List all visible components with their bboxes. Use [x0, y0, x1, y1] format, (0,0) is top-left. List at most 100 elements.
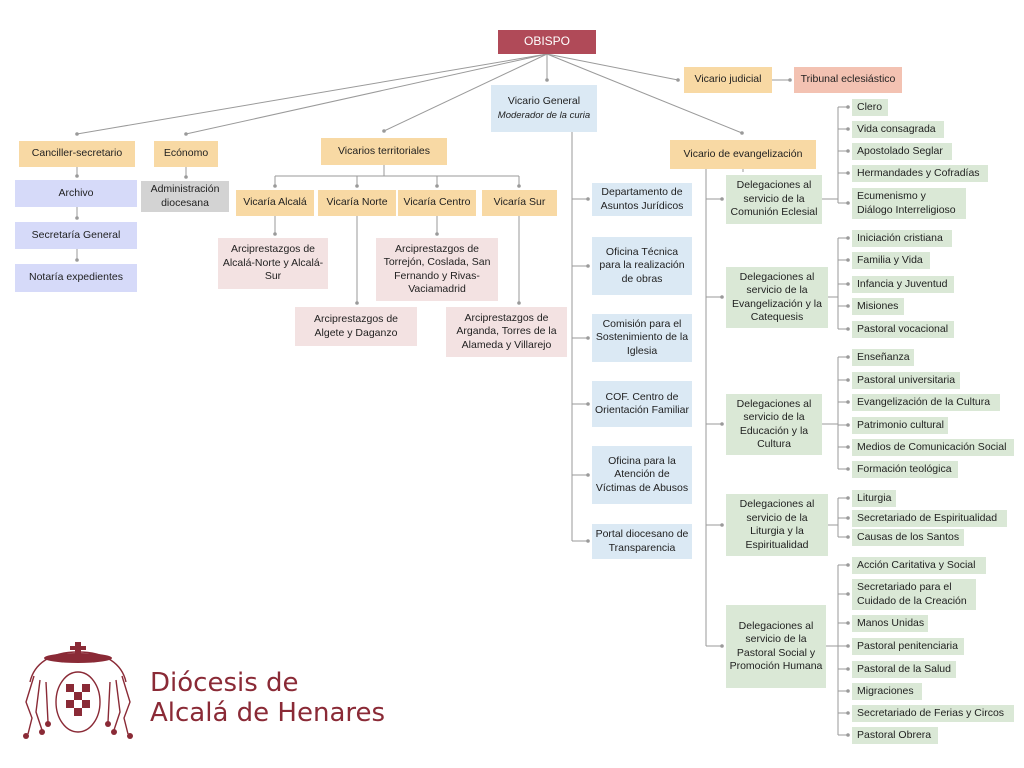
- item-iniciacion-cristiana: Iniciación cristiana: [852, 230, 952, 247]
- connector-arrowhead: [846, 127, 850, 131]
- archivo-node: Archivo: [15, 180, 137, 207]
- office-victimas-abusos: Oficina para la Atención de Víctimas de …: [592, 446, 692, 504]
- connector-arrowhead: [788, 78, 792, 82]
- connector-line: [546, 53, 679, 81]
- connector-arrowhead: [846, 535, 850, 539]
- item-causas-santos: Causas de los Santos: [852, 529, 964, 546]
- office-cof: COF. Centro de Orientación Familiar: [592, 381, 692, 427]
- item-accion-caritativa: Acción Caritativa y Social: [852, 557, 986, 574]
- item-ferias-circos: Secretariado de Ferias y Circos: [852, 705, 1014, 722]
- item-pastoral-salud: Pastoral de la Salud: [852, 661, 956, 678]
- delegacion-educacion-cultura: Delegaciones al servicio de la Educación…: [726, 394, 822, 455]
- item-clero: Clero: [852, 99, 888, 116]
- delegacion-liturgia-espiritualidad: Delegaciones al servicio de la Liturgia …: [726, 494, 828, 556]
- item-misiones: Misiones: [852, 298, 904, 315]
- arciprestazgos-sur-node: Arciprestazgos de Arganda, Torres de la …: [446, 307, 567, 357]
- item-evangelizacion-cultura: Evangelización de la Cultura: [852, 394, 1000, 411]
- item-ecumenismo: Ecumenismo y Diálogo Interreligioso: [852, 188, 966, 219]
- connector-arrowhead: [846, 327, 850, 331]
- connector-arrowhead: [846, 689, 850, 693]
- vicario-evangelizacion-node: Vicario de evangelización: [670, 140, 816, 169]
- connector-arrowhead: [676, 78, 680, 82]
- connector-arrowhead: [846, 516, 850, 520]
- connector-arrowhead: [586, 539, 590, 543]
- canciller-node: Canciller-secretario: [19, 141, 135, 167]
- connector-arrowhead: [846, 667, 850, 671]
- item-vida-consagrada: Vida consagrada: [852, 121, 944, 138]
- connector-arrowhead: [720, 422, 724, 426]
- vicaria-norte-node: Vicaría Norte: [318, 190, 396, 216]
- notaria-node: Notaría expedientes: [15, 264, 137, 292]
- tribunal-node: Tribunal eclesiástico: [794, 67, 902, 93]
- diocese-name: Diócesis de Alcalá de Henares: [150, 668, 385, 728]
- economo-node: Ecónomo: [154, 141, 218, 167]
- connector-arrowhead: [846, 282, 850, 286]
- item-familia-vida: Familia y Vida: [852, 252, 930, 269]
- connector-arrowhead: [846, 711, 850, 715]
- vicaria-sur-node: Vicaría Sur: [482, 190, 557, 216]
- vicario-judicial-node: Vicario judicial: [684, 67, 772, 93]
- item-pastoral-obrera: Pastoral Obrera: [852, 727, 938, 744]
- vicarios-territoriales-node: Vicarios territoriales: [321, 138, 447, 165]
- office-transparencia: Portal diocesano de Transparencia: [592, 524, 692, 559]
- connector-arrowhead: [184, 175, 188, 179]
- item-medios-comunicacion: Medios de Comunicación Social: [852, 439, 1014, 456]
- connector-arrowhead: [740, 131, 744, 135]
- obispo-node: OBISPO: [498, 30, 596, 54]
- connector-arrowhead: [846, 496, 850, 500]
- connector-arrowhead: [75, 132, 79, 136]
- item-liturgia: Liturgia: [852, 490, 896, 507]
- item-apostolado-seglar: Apostolado Seglar: [852, 143, 952, 160]
- connector-arrowhead: [846, 304, 850, 308]
- connector-line: [185, 53, 548, 135]
- moderador-label: Moderador de la curia: [497, 109, 591, 121]
- connector-arrowhead: [435, 232, 439, 236]
- connector-arrowhead: [355, 184, 359, 188]
- arciprestazgos-centro-node: Arciprestazgos de Torrejón, Coslada, San…: [376, 238, 498, 301]
- connector-arrowhead: [586, 336, 590, 340]
- delegacion-pastoral-social: Delegaciones al servicio de la Pastoral …: [726, 605, 826, 688]
- episcopal-coat-of-arms-icon: [23, 642, 133, 739]
- item-infancia-juventud: Infancia y Juventud: [852, 276, 954, 293]
- administracion-node: Administración diocesana: [141, 181, 229, 212]
- item-migraciones: Migraciones: [852, 683, 922, 700]
- connector-arrowhead: [273, 184, 277, 188]
- connector-arrowhead: [846, 105, 850, 109]
- item-ensenanza: Enseñanza: [852, 349, 914, 366]
- connector-arrowhead: [846, 355, 850, 359]
- connector-arrowhead: [382, 129, 386, 133]
- connector-arrowhead: [846, 621, 850, 625]
- item-cuidado-creacion: Secretariado para el Cuidado de la Creac…: [852, 579, 976, 610]
- delegacion-evangelizacion-catequesis: Delegaciones al servicio de la Evangeliz…: [726, 267, 828, 328]
- connector-arrowhead: [846, 171, 850, 175]
- item-pastoral-vocacional: Pastoral vocacional: [852, 321, 954, 338]
- connector-arrowhead: [846, 733, 850, 737]
- connector-arrowhead: [545, 78, 549, 82]
- connector-arrowhead: [184, 132, 188, 136]
- connector-arrowhead: [75, 174, 79, 178]
- item-patrimonio-cultural: Patrimonio cultural: [852, 417, 948, 434]
- arciprestazgos-norte-node: Arciprestazgos de Algete y Daganzo: [295, 307, 417, 346]
- connector-arrowhead: [846, 423, 850, 427]
- connector-arrowhead: [586, 264, 590, 268]
- item-hermandades-cofradias: Hermandades y Cofradías: [852, 165, 988, 182]
- connector-arrowhead: [846, 592, 850, 596]
- connector-line: [76, 53, 548, 135]
- arciprestazgos-alcala-node: Arciprestazgos de Alcalá-Norte y Alcalá-…: [218, 238, 328, 289]
- item-pastoral-universitaria: Pastoral universitaria: [852, 372, 960, 389]
- connector-line: [383, 53, 548, 132]
- connector-arrowhead: [586, 473, 590, 477]
- connector-arrowhead: [517, 301, 521, 305]
- connector-arrowhead: [846, 236, 850, 240]
- connector-arrowhead: [846, 644, 850, 648]
- connector-arrowhead: [846, 445, 850, 449]
- item-pastoral-penitenciaria: Pastoral penitenciaria: [852, 638, 964, 655]
- connector-arrowhead: [846, 201, 850, 205]
- connector-arrowhead: [846, 467, 850, 471]
- vicario-general-label: Vicario General: [507, 95, 581, 107]
- office-tecnica-obras: Oficina Técnica para la realización de o…: [592, 237, 692, 295]
- connector-arrowhead: [75, 216, 79, 220]
- office-sostenimiento-iglesia: Comisión para el Sostenimiento de la Igl…: [592, 314, 692, 362]
- connector-arrowhead: [435, 184, 439, 188]
